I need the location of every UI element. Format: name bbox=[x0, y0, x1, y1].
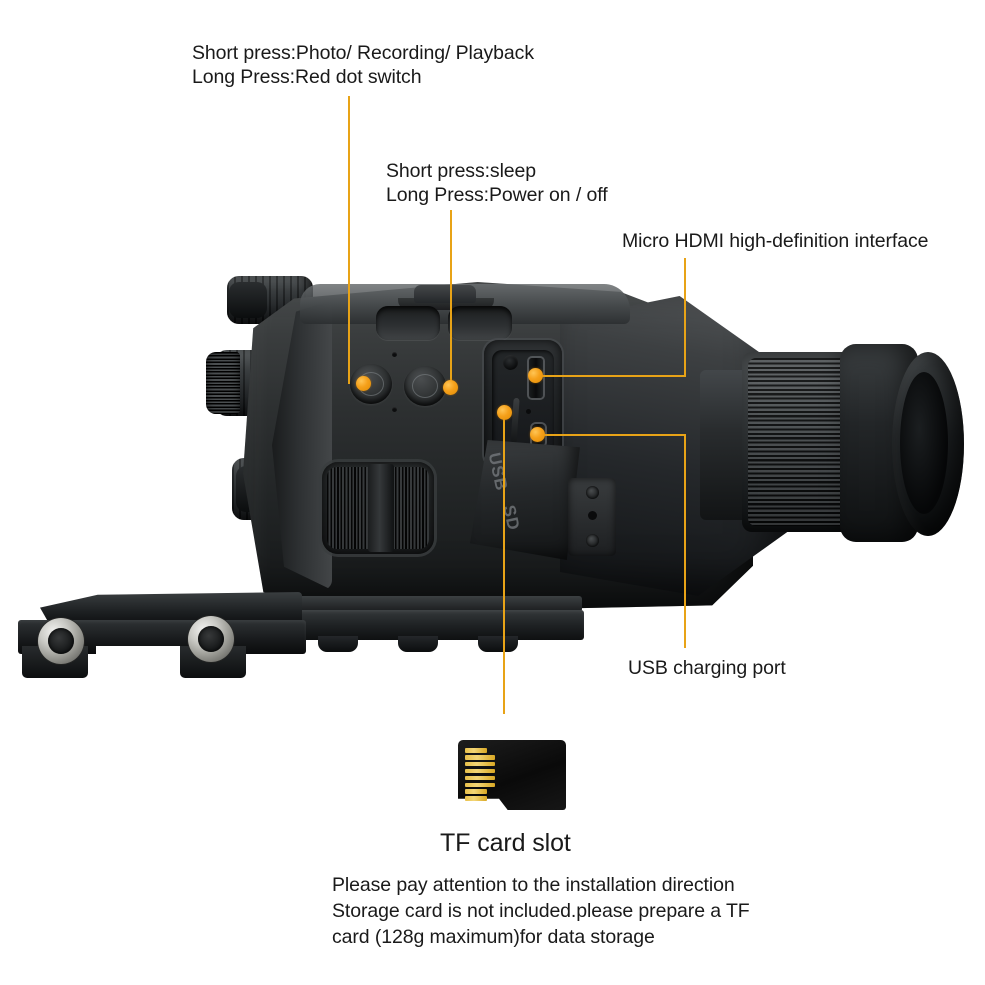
leader-line-hdmi-horizontal bbox=[540, 375, 686, 377]
reset-pinhole bbox=[526, 409, 531, 414]
mount-arm-foot bbox=[22, 646, 88, 678]
mount-clamp-nut[interactable] bbox=[38, 618, 84, 664]
callout-label-micro-hdmi: Micro HDMI high-definition interface bbox=[622, 230, 929, 252]
tf-card-slot[interactable] bbox=[510, 397, 520, 447]
eyepiece-focus-ring[interactable] bbox=[742, 352, 854, 532]
audio-jack-hole bbox=[503, 355, 518, 370]
ir-module-bottom bbox=[232, 458, 310, 520]
callout-dot-photo-record bbox=[356, 376, 371, 391]
callout-dot-usb bbox=[530, 427, 545, 442]
leader-line-usb-vertical bbox=[684, 434, 686, 648]
mount-rail-base bbox=[290, 610, 584, 640]
mount-arm-bar bbox=[18, 620, 306, 654]
leader-line-tf-card bbox=[503, 418, 505, 714]
mount-rail-lug bbox=[318, 636, 358, 652]
micro-sd-contact-pads bbox=[465, 748, 495, 801]
callout-label-sleep-power-line1: Short press:sleep bbox=[386, 160, 537, 182]
leader-line-hdmi-vertical bbox=[684, 258, 686, 376]
ir-module-adjust-knurl bbox=[206, 352, 240, 414]
scope-top-recess-right bbox=[448, 306, 512, 340]
scope-main-housing bbox=[243, 282, 753, 612]
mount-rail-lug bbox=[398, 636, 438, 652]
button-pin-upper bbox=[392, 352, 397, 357]
tf-card-note-line1: Please pay attention to the installation… bbox=[332, 874, 735, 896]
power-sleep-button[interactable] bbox=[404, 366, 446, 406]
side-latch-block bbox=[568, 478, 616, 556]
leader-line-usb-horizontal bbox=[542, 434, 686, 436]
port-rubber-flap[interactable] bbox=[470, 440, 580, 560]
callout-dot-hdmi bbox=[528, 368, 543, 383]
scope-top-mount-foot bbox=[398, 298, 494, 310]
tf-card-note-line3: card (128g maximum)for data storage bbox=[332, 926, 655, 948]
callout-label-usb-charging: USB charging port bbox=[628, 657, 786, 679]
scope-front-face bbox=[272, 300, 332, 590]
scope-top-recess-left bbox=[376, 306, 440, 340]
port-bay-inner bbox=[492, 350, 554, 458]
scope-rear-shoulder bbox=[560, 296, 790, 596]
tf-card-slot-title: TF card slot bbox=[440, 829, 571, 857]
mount-rail-top bbox=[286, 596, 582, 612]
ir-module-top-cap bbox=[229, 282, 267, 318]
mount-arm-notch bbox=[96, 646, 180, 674]
eyepiece-lens-rim bbox=[900, 372, 948, 514]
ir-module-bottom-cap bbox=[236, 466, 270, 512]
tf-card-note-line2: Storage card is not included.please prep… bbox=[332, 900, 750, 922]
callout-label-photo-record-line1: Short press:Photo/ Recording/ Playback bbox=[192, 42, 534, 64]
flap-label-usb: USB bbox=[484, 450, 512, 493]
button-pin-lower bbox=[392, 407, 397, 412]
ir-module-top bbox=[227, 276, 313, 324]
eyepiece-rubber-flange bbox=[892, 352, 964, 536]
leader-line-sleep-power bbox=[450, 210, 452, 388]
scope-top-mount-boss bbox=[414, 285, 476, 303]
focus-adjust-pad[interactable] bbox=[322, 462, 434, 554]
callout-dot-sleep-power bbox=[443, 380, 458, 395]
ir-module-middle bbox=[215, 350, 315, 416]
callout-label-photo-record-line2: Long Press:Red dot switch bbox=[192, 66, 422, 88]
micro-sd-card-image bbox=[458, 740, 566, 810]
leader-line-photo-record bbox=[348, 96, 350, 384]
mount-arm bbox=[40, 592, 302, 626]
mount-rail-lug bbox=[478, 636, 518, 652]
port-bay bbox=[484, 340, 562, 468]
mount-arm-foot bbox=[180, 646, 246, 678]
mount-clamp-nut[interactable] bbox=[188, 616, 234, 662]
callout-label-sleep-power-line2: Long Press:Power on / off bbox=[386, 184, 608, 206]
eyepiece-neck bbox=[700, 370, 770, 520]
callout-dot-tf-card bbox=[497, 405, 512, 420]
eyepiece-cup bbox=[840, 344, 918, 542]
